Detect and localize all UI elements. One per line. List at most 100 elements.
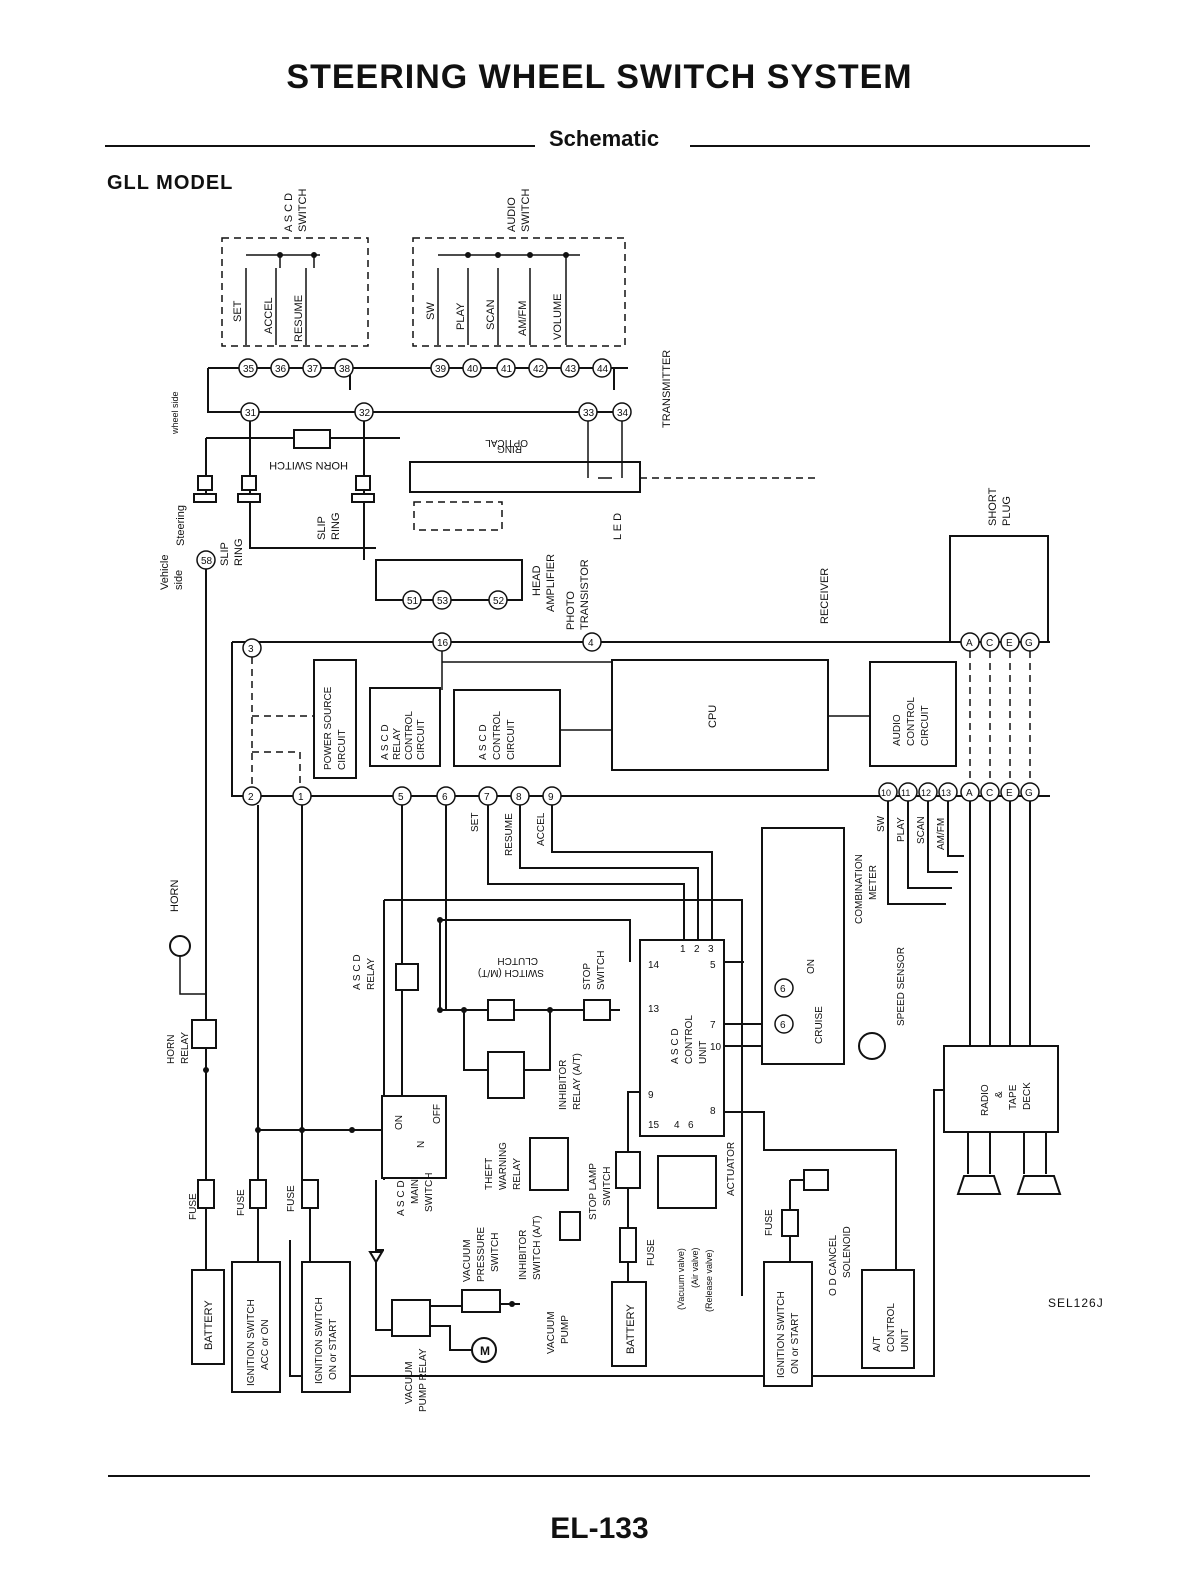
figure-code: SEL126J bbox=[1048, 1296, 1104, 1310]
cpu-links bbox=[441, 651, 870, 731]
label-sw: SW bbox=[425, 302, 437, 320]
ascd-switch-contacts bbox=[279, 255, 315, 268]
at-control-unit bbox=[861, 1269, 915, 1369]
audio-junction-4 bbox=[563, 252, 569, 258]
label-combo-2: METER bbox=[868, 865, 879, 900]
slip-brush-right bbox=[351, 493, 375, 503]
label-horn-relay-1: HORN bbox=[166, 1035, 177, 1064]
ignition-acc bbox=[231, 1261, 281, 1393]
horn-wire bbox=[179, 956, 206, 995]
optical-ring bbox=[409, 461, 641, 493]
label-inhib-sw-1: INHIBITOR bbox=[518, 1230, 529, 1280]
speaker-right-icon bbox=[1016, 1175, 1062, 1195]
label-play: PLAY bbox=[455, 302, 467, 330]
label-fuse-1: FUSE bbox=[188, 1193, 199, 1220]
horn-icon bbox=[169, 935, 191, 957]
od-wires bbox=[724, 1111, 897, 1270]
label-radio-1: RADIO bbox=[980, 1084, 991, 1116]
term-c-top: C bbox=[986, 638, 993, 649]
term-a-top: A bbox=[966, 638, 973, 649]
label-vehicle: Vehicle bbox=[159, 555, 171, 590]
label-vehicle-2: side bbox=[173, 570, 185, 590]
term-39: 39 bbox=[435, 364, 447, 375]
term-58: 58 bbox=[201, 556, 213, 567]
receiver-bottom-terminals: 2 1 5 6 7 8 9 10 11 12 13 A C E G bbox=[242, 782, 1040, 806]
term-3: 3 bbox=[248, 644, 254, 655]
label-audio-ctrl-1: AUDIO bbox=[892, 714, 903, 746]
receiver-bus bbox=[231, 641, 1050, 797]
pin-2: 2 bbox=[694, 944, 700, 955]
label-cruise: CRUISE bbox=[814, 1006, 825, 1044]
label-ign-start-3: IGNITION SWITCH bbox=[776, 1291, 787, 1378]
label-transmitter: TRANSMITTER bbox=[661, 350, 673, 428]
term-4: 4 bbox=[588, 638, 594, 649]
speaker-wires bbox=[967, 1132, 1047, 1174]
term-11: 11 bbox=[901, 788, 910, 798]
term-13: 13 bbox=[941, 788, 951, 798]
label-combo-1: COMBINATION bbox=[854, 854, 865, 924]
label-horn-switch: HORN SWITCH bbox=[269, 459, 348, 471]
label-ign-start-2: ON or START bbox=[328, 1319, 339, 1380]
term-g-bottom: G bbox=[1025, 788, 1033, 799]
label-steering-2: wheel side bbox=[170, 391, 180, 435]
ascd-switch-title-2: SWITCH bbox=[297, 189, 309, 232]
ascd-main-switch bbox=[381, 1095, 447, 1179]
label-short: SHORT bbox=[987, 487, 999, 526]
pin-13: 13 bbox=[648, 1004, 660, 1015]
term-52: 52 bbox=[493, 596, 505, 607]
slip-ring-wires bbox=[205, 421, 400, 498]
meter-on-lamp bbox=[774, 978, 794, 998]
ascd-switch-box bbox=[221, 237, 369, 347]
label-relay-ctrl-2: RELAY bbox=[392, 728, 403, 760]
label-slip-2: SLIP bbox=[316, 516, 328, 540]
audio-control-circuit bbox=[869, 661, 957, 767]
label-stop-2: SWITCH bbox=[596, 951, 607, 990]
vacuum-feed bbox=[375, 1180, 392, 1331]
pin-10: 10 bbox=[710, 1042, 722, 1053]
label-relay-ctrl-4: CIRCUIT bbox=[416, 719, 427, 760]
audio-switch: AUDIO SWITCH SW PLAY SCAN AM/FM VOLUME bbox=[412, 189, 626, 347]
ignition-start-2 bbox=[763, 1261, 813, 1387]
label-fuse-2: FUSE bbox=[236, 1189, 247, 1216]
label-main-2: MAIN bbox=[410, 1179, 421, 1204]
label-power-2: CIRCUIT bbox=[337, 729, 348, 770]
vacuum-junction bbox=[509, 1301, 515, 1307]
label-vac-pres-2: PRESSURE bbox=[476, 1227, 487, 1282]
speed-sensor bbox=[858, 1032, 886, 1060]
ascd-power-wires bbox=[383, 899, 743, 1296]
inhibitor-wires bbox=[463, 1010, 551, 1071]
term-6: 6 bbox=[442, 792, 448, 803]
term-43: 43 bbox=[565, 364, 577, 375]
battery-2 bbox=[611, 1281, 647, 1367]
ascd-control-unit bbox=[639, 939, 725, 1137]
label-air-valve: (Air valve) bbox=[690, 1247, 700, 1288]
label-od-1: O D CANCEL bbox=[828, 1234, 839, 1296]
label-receiver: RECEIVER bbox=[819, 568, 831, 624]
term-10: 10 bbox=[881, 788, 891, 798]
pin-5: 5 bbox=[710, 960, 716, 971]
label-od-2: SOLENOID bbox=[842, 1226, 853, 1278]
label-sw-on: ON bbox=[394, 1115, 405, 1130]
label-amplifier: AMPLIFIER bbox=[545, 554, 557, 612]
label-theft-3: RELAY bbox=[512, 1158, 523, 1190]
ascd-switch-junction bbox=[277, 252, 283, 258]
label-ascd-unit-2: CONTROL bbox=[684, 1015, 695, 1064]
label-accel: ACCEL bbox=[263, 297, 275, 334]
term-c-bottom: C bbox=[986, 788, 993, 799]
actuator bbox=[657, 1155, 717, 1209]
label-theft-1: THEFT bbox=[484, 1158, 495, 1190]
label-actuator: ACTUATOR bbox=[726, 1142, 737, 1196]
junction-7 bbox=[349, 1127, 355, 1133]
inhibitor-relay bbox=[487, 1051, 525, 1099]
vacuum-pump-relay bbox=[391, 1299, 431, 1337]
label-ascd-relay-2: RELAY bbox=[366, 958, 377, 990]
term-5: 5 bbox=[398, 792, 404, 803]
label-ascd-relay-1: A S C D bbox=[352, 954, 363, 990]
battery-1 bbox=[191, 1269, 225, 1365]
pin-7: 7 bbox=[710, 1020, 716, 1031]
audio-switch-box bbox=[412, 237, 626, 347]
ascd-switch: A S C D SWITCH SET ACCEL RESUME bbox=[221, 189, 369, 347]
meter-pin-6: 6 bbox=[780, 984, 786, 995]
theft-warning-relay bbox=[529, 1137, 569, 1191]
label-main-1: A S C D bbox=[396, 1180, 407, 1216]
